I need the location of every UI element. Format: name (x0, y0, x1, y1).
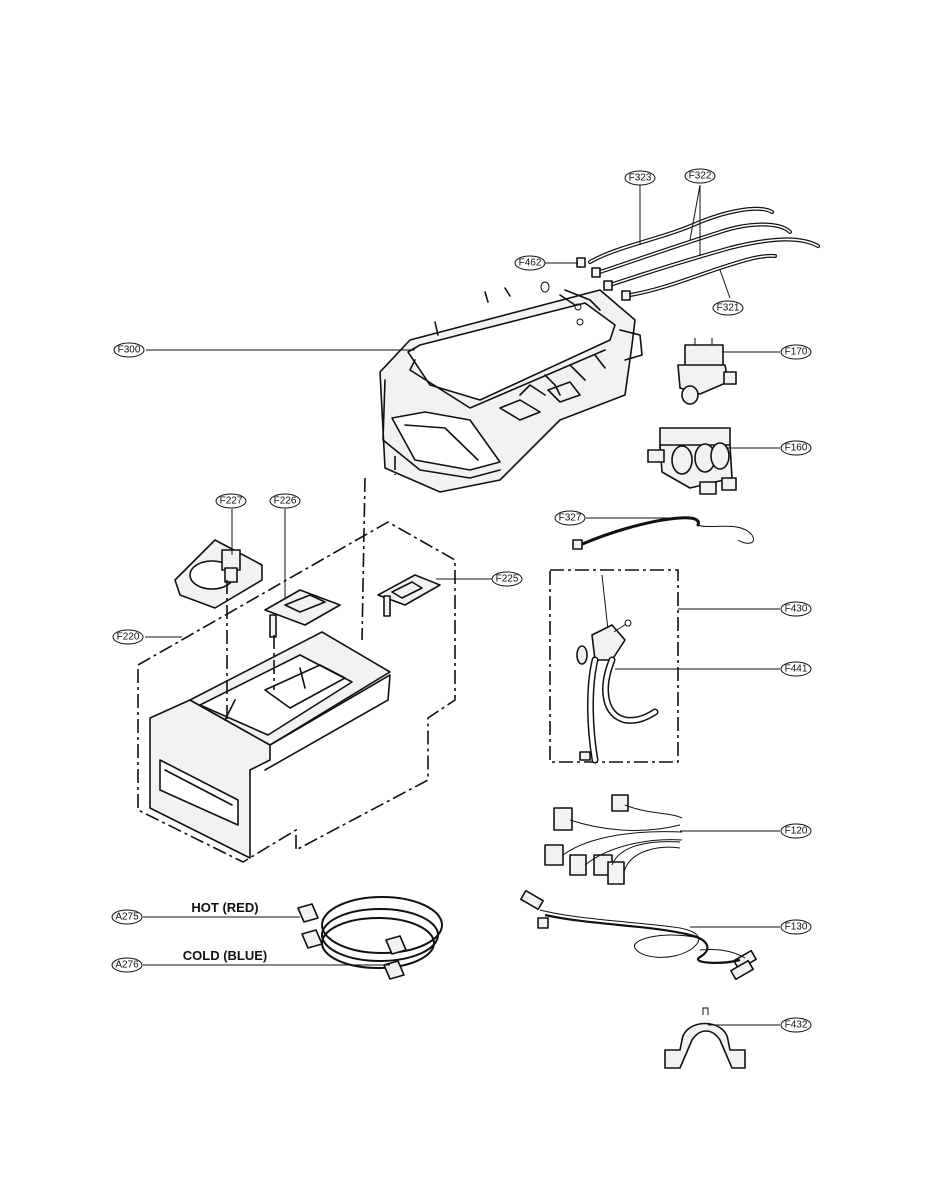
svg-text:F430: F430 (785, 604, 808, 615)
svg-text:F327: F327 (559, 513, 582, 524)
svg-text:F462: F462 (519, 258, 542, 269)
callout-F322: F322 (684, 168, 716, 184)
callout-F226: F226 (269, 493, 301, 509)
hose-clamp (664, 1007, 746, 1069)
svg-text:F227: F227 (220, 496, 243, 507)
leader-lines (143, 184, 780, 1026)
svg-text:A275: A275 (115, 912, 139, 923)
dispenser-housing (379, 281, 643, 493)
callout-F441: F441 (780, 661, 812, 677)
svg-text:F322: F322 (689, 171, 712, 182)
svg-text:F170: F170 (785, 347, 808, 358)
callout-F220: F220 (112, 629, 144, 645)
cold-hose-label: COLD (BLUE) (183, 948, 268, 963)
callout-F300: F300 (113, 342, 145, 358)
single-water-valve (677, 338, 737, 405)
inlet-hoses (297, 896, 443, 980)
multi-water-valve (647, 427, 737, 495)
callout-F323: F323 (624, 170, 656, 186)
svg-text:F321: F321 (717, 303, 740, 314)
ground-wire (572, 516, 754, 550)
svg-text:F160: F160 (785, 443, 808, 454)
callout-F432: F432 (780, 1017, 812, 1033)
drain-assembly (549, 569, 679, 764)
svg-text:F441: F441 (785, 664, 808, 675)
wire-harness-f130 (520, 889, 757, 981)
svg-text:F323: F323 (629, 173, 652, 184)
callout-F120: F120 (780, 823, 812, 839)
callout-F130: F130 (780, 919, 812, 935)
callout-F160: F160 (780, 440, 812, 456)
svg-text:F225: F225 (496, 574, 519, 585)
callout-F227: F227 (215, 493, 247, 509)
svg-text:F130: F130 (785, 922, 808, 933)
callout-F225: F225 (491, 571, 523, 587)
wire-harness-f120 (544, 794, 683, 885)
drawer-assembly (137, 456, 456, 863)
svg-text:F432: F432 (785, 1020, 808, 1031)
svg-text:A276: A276 (115, 960, 139, 971)
callout-F327: F327 (554, 510, 586, 526)
callout-F170: F170 (780, 344, 812, 360)
hot-hose-label: HOT (RED) (191, 900, 258, 915)
callout-F430: F430 (780, 601, 812, 617)
callout-F321: F321 (712, 300, 744, 316)
callout-A276: A276 (111, 957, 143, 973)
svg-text:F300: F300 (118, 345, 141, 356)
callout-A275: A275 (111, 909, 143, 925)
hoses (576, 206, 820, 301)
svg-text:F120: F120 (785, 826, 808, 837)
svg-text:F220: F220 (117, 632, 140, 643)
callout-F462: F462 (514, 255, 546, 271)
svg-text:F226: F226 (274, 496, 297, 507)
